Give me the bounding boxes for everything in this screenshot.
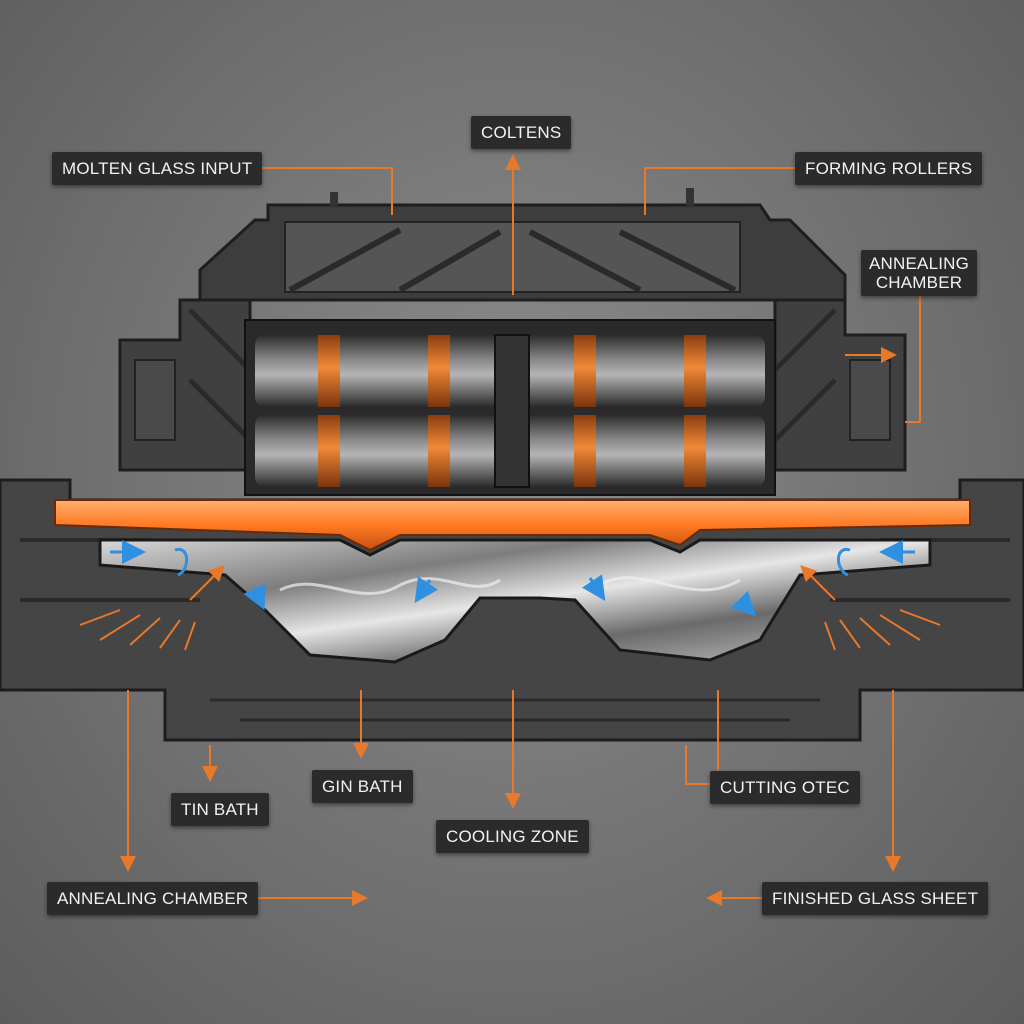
label-annealing-chamber-bottom: ANNEALING CHAMBER xyxy=(47,882,259,915)
label-annealing-chamber-right: ANNEALING CHAMBER xyxy=(861,250,978,296)
molten-glass-layer xyxy=(54,499,971,552)
label-tin-bath: TIN BATH xyxy=(171,793,269,826)
label-annealing-chamber-right-line2: CHAMBER xyxy=(875,273,963,292)
label-cooling-zone: COOLING ZONE xyxy=(436,820,589,853)
tin-bath-liquid xyxy=(98,538,932,664)
roller-bands xyxy=(318,335,706,487)
heat-rays xyxy=(79,565,941,651)
forming-rollers xyxy=(244,319,776,496)
label-finished-glass-sheet: FINISHED GLASS SHEET xyxy=(762,882,989,915)
label-cutting-otec: CUTTING OTEC xyxy=(710,771,860,804)
label-forming-rollers: FORMING ROLLERS xyxy=(795,152,983,185)
label-molten-glass-input: MOLTEN GLASS INPUT xyxy=(52,152,263,185)
flow-arrows xyxy=(110,540,915,617)
label-coltens: COLTENS xyxy=(471,116,572,149)
label-gin-bath: GIN BATH xyxy=(312,770,413,803)
label-annealing-chamber-right-line1: ANNEALING xyxy=(869,254,970,273)
leader-lines xyxy=(120,154,921,906)
